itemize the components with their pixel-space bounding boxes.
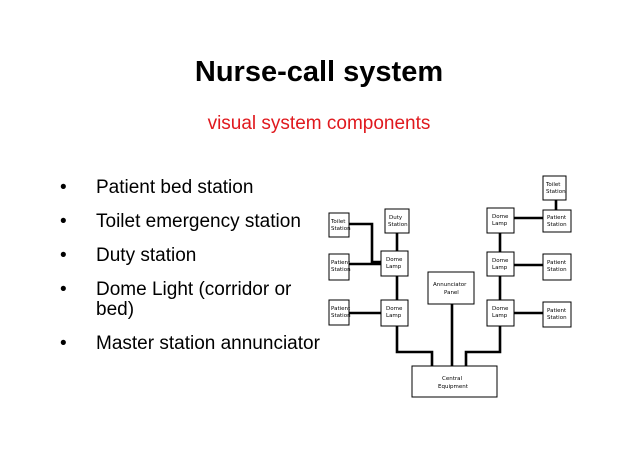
box-label: Lamp: [492, 221, 508, 227]
box-label: Toilet: [545, 182, 561, 188]
box-patient-station-right-2: Patient Station: [542, 253, 572, 281]
box-label: Dome: [386, 306, 403, 312]
box-label: Patient: [331, 260, 351, 266]
bullet-text: Toilet emergency station: [96, 211, 301, 232]
box-label: Annunciator: [433, 282, 467, 288]
box-label: Lamp: [492, 313, 508, 319]
box-label: Patient: [547, 215, 567, 221]
box-label: Equipment: [438, 384, 469, 390]
box-dome-lamp-left-1: Dome Lamp: [380, 250, 409, 277]
slide-title: Nurse-call system: [194, 56, 444, 88]
bullet-text: Duty station: [96, 245, 197, 266]
box-dome-lamp-left-2: Dome Lamp: [380, 299, 409, 327]
bullet-item: • Master station annunciator: [56, 334, 321, 354]
box-label: Central: [442, 376, 462, 382]
bullet-item: • Toilet emergency station: [56, 212, 321, 232]
box-label: Dome: [492, 258, 509, 264]
box-label: Station: [331, 226, 351, 232]
box-label: Panel: [444, 290, 459, 296]
box-label: Station: [547, 222, 567, 228]
cable-thick-group: [349, 200, 558, 366]
box-label: Station: [331, 267, 351, 273]
box-patient-station-left-1: Patient Station: [328, 253, 351, 281]
box-patient-station-right-1: Patient Station: [542, 209, 572, 233]
box-dome-lamp-right-3: Dome Lamp: [486, 299, 515, 327]
bullet-item: • Dome Light (corridor or bed): [56, 280, 321, 320]
cable-patient-left-1-inner: [349, 268, 412, 344]
box-label: Dome: [492, 306, 509, 312]
box-label: Patient: [547, 308, 567, 314]
box-label: Toilet: [330, 219, 346, 225]
box-label: Lamp: [386, 264, 402, 270]
box-duty-station: Duty Station: [384, 208, 410, 234]
box-label: Patient: [547, 260, 567, 266]
box-label: Lamp: [492, 265, 508, 271]
box-label: Station: [546, 189, 566, 195]
bullet-text: Master station annunciator: [96, 333, 320, 354]
box-annunciator-panel: Annunciator Panel: [427, 271, 475, 305]
cable-toilet-right-inner: [497, 200, 579, 389]
bullet-dot: •: [60, 177, 67, 198]
box-label: Duty: [389, 215, 403, 221]
bullet-dot: •: [60, 245, 67, 266]
cable-patient-left-2: [341, 325, 412, 377]
box-label: Station: [547, 267, 567, 273]
bullet-dot: •: [60, 279, 67, 300]
box-patient-station-left-2: Patient Station: [328, 299, 351, 326]
bullet-dot: •: [60, 333, 67, 354]
cable-patient-left-2-inner: [340, 325, 412, 378]
box-label: Dome: [386, 257, 403, 263]
box-label: Dome: [492, 214, 509, 220]
cable-patient-right-3-inner: [482, 313, 548, 337]
box-label: Station: [331, 313, 351, 319]
box-toilet-station-left: Toilet Station: [328, 212, 351, 238]
box-label: Patient: [331, 306, 351, 312]
box-central-equipment: Central Equipment: [411, 365, 498, 398]
link-dome-right-3-central: [464, 326, 502, 366]
bullet-dot: •: [60, 211, 67, 232]
box-dome-lamp-right-2: Dome Lamp: [486, 251, 515, 277]
bullet-item: • Duty station: [56, 246, 321, 266]
box-label: Station: [388, 222, 408, 228]
bullet-item: • Patient bed station: [56, 178, 321, 198]
bullet-text: Dome Light (corridor or bed): [96, 279, 292, 320]
box-label: Lamp: [386, 313, 402, 319]
bullet-list: • Patient bed station • Toilet emergency s…: [56, 178, 321, 368]
box-toilet-station-right: Toilet Station: [542, 175, 567, 201]
link-toilet-left-dome-1: [349, 222, 381, 264]
box-dome-lamp-right-1: Dome Lamp: [486, 207, 515, 234]
bullet-text: Patient bed station: [96, 177, 254, 198]
box-patient-station-right-3: Patient Station: [542, 301, 572, 328]
slide-subtitle: visual system components: [207, 113, 431, 134]
link-dome-2-central: [395, 326, 434, 366]
box-label: Station: [547, 315, 567, 321]
